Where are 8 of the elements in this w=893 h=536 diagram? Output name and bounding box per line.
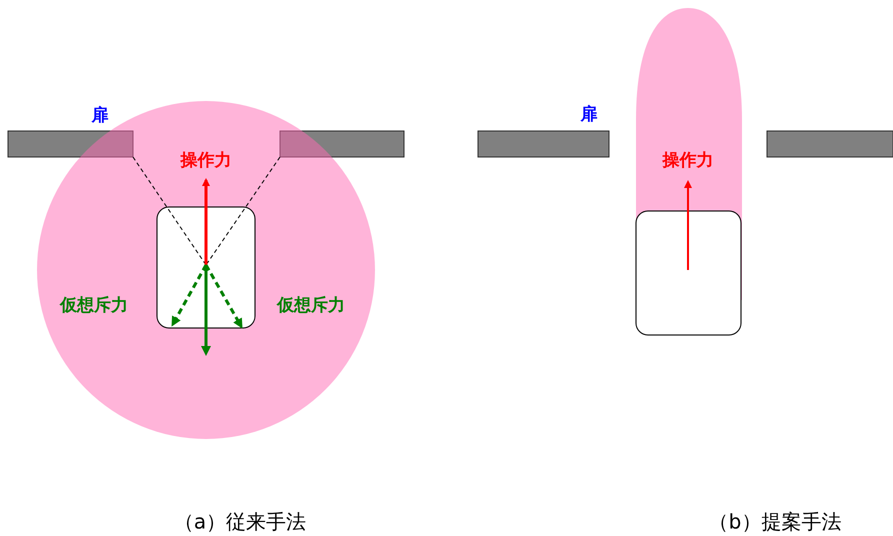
- door-label: 扉: [92, 104, 108, 126]
- caption: （a）従来手法: [174, 508, 306, 536]
- door-label: 扉: [580, 104, 598, 126]
- force-label: 仮想斥力: [60, 294, 128, 316]
- caption: （b）提案手法: [708, 508, 842, 536]
- force-label: 操作力: [662, 150, 714, 172]
- force-label: 操作力: [180, 150, 232, 172]
- force-label: 仮想斥力: [277, 294, 345, 316]
